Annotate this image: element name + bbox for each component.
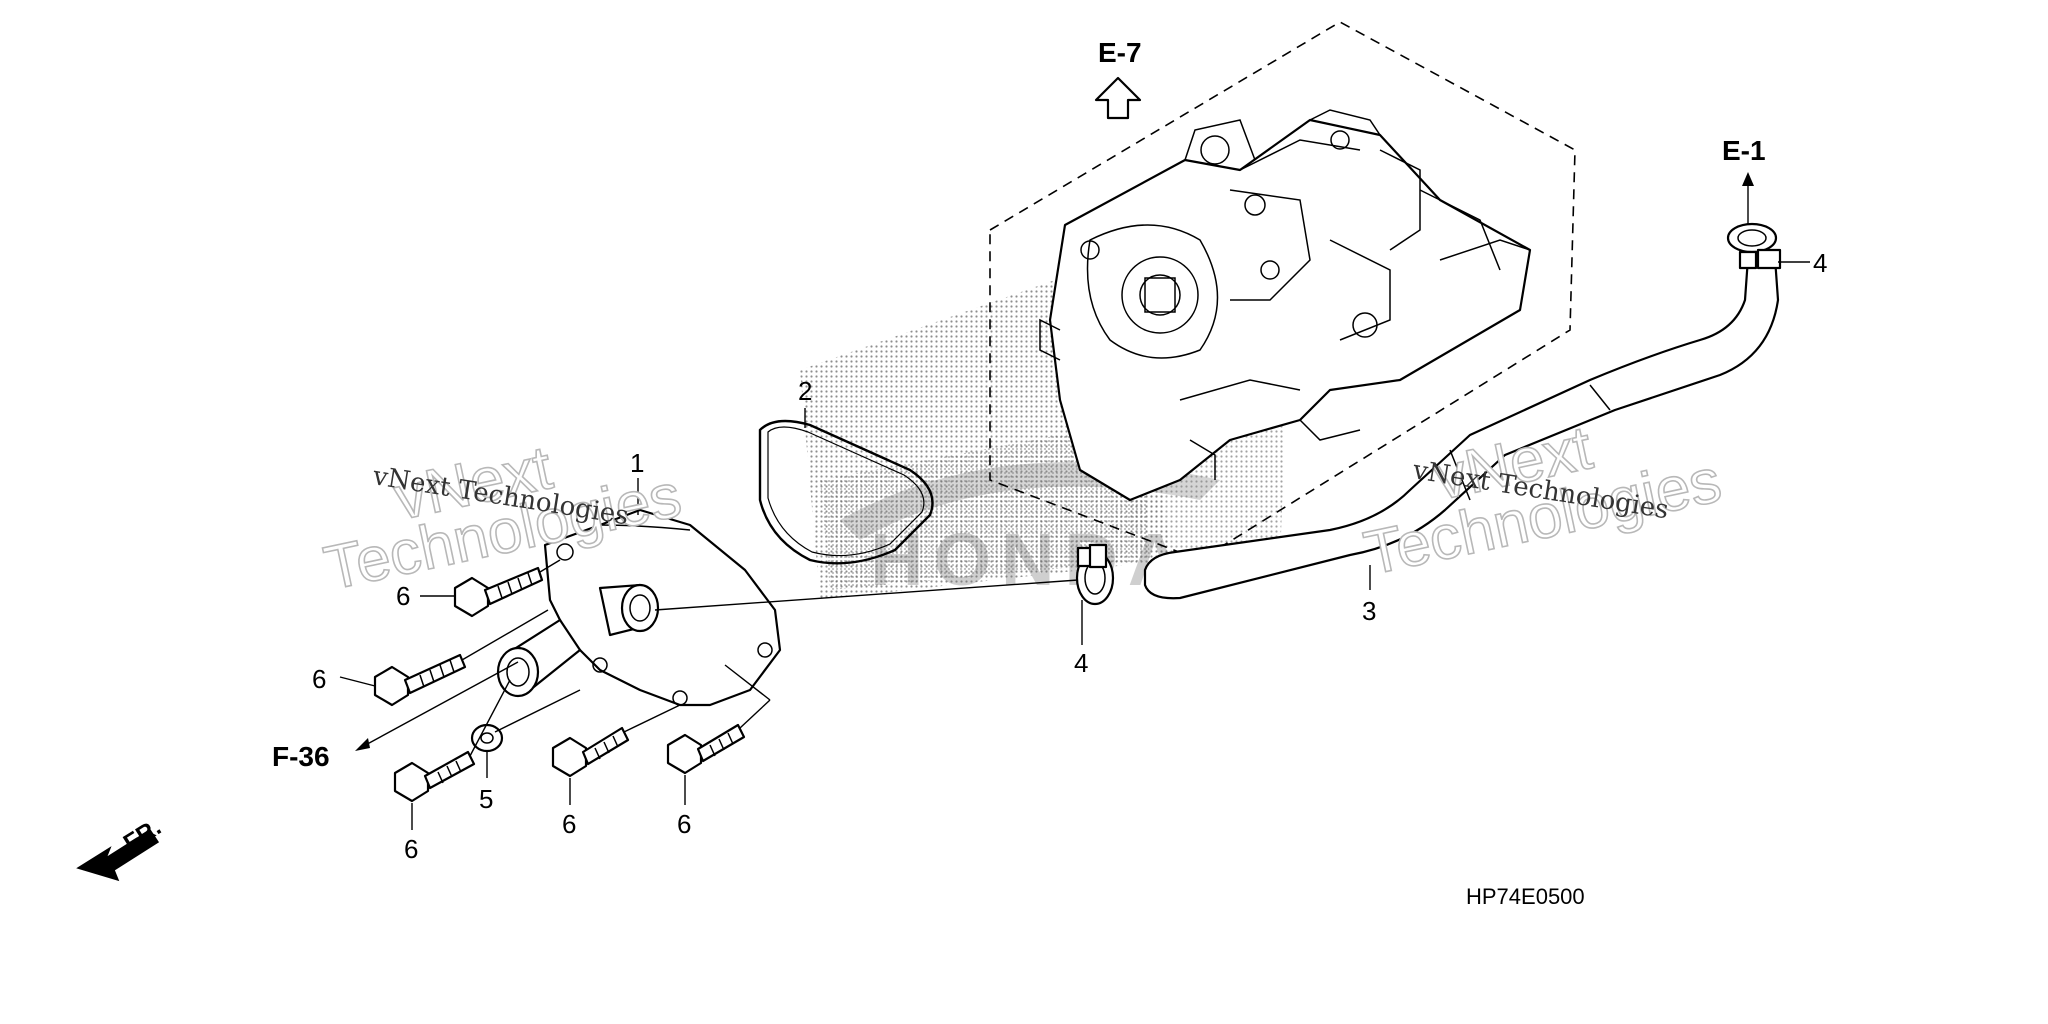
label-part-5: 5 bbox=[479, 784, 493, 814]
gasket-2 bbox=[758, 419, 934, 565]
label-part-4-lower: 4 bbox=[1074, 648, 1088, 678]
hose-clamp-4-lower bbox=[1075, 543, 1115, 606]
bolt-6-e bbox=[666, 723, 746, 775]
engine-case bbox=[1039, 109, 1532, 502]
label-part-6-c: 6 bbox=[404, 834, 418, 864]
bolt-6-d bbox=[551, 726, 630, 778]
label-part-2: 2 bbox=[798, 376, 812, 406]
ref-arrow-e7: E-7 bbox=[1094, 37, 1142, 120]
label-part-6-e: 6 bbox=[677, 809, 691, 839]
ref-f36-label: F-36 bbox=[272, 741, 330, 772]
water-pump-cover-1 bbox=[496, 508, 782, 707]
label-part-4-upper: 4 bbox=[1813, 248, 1827, 278]
label-part-6-a: 6 bbox=[396, 581, 410, 611]
bolt-6-c bbox=[393, 750, 476, 803]
diagram-code: HP74E0500 bbox=[1466, 884, 1585, 909]
label-part-6-d: 6 bbox=[562, 809, 576, 839]
hose-clamp-4-upper bbox=[1726, 222, 1782, 270]
watermark-left: vNext Technologies vNext Technologies bbox=[318, 432, 688, 604]
honda-brand-text: HONDA bbox=[870, 518, 1191, 601]
bolt-6-a bbox=[453, 566, 544, 618]
ref-e1-label: E-1 bbox=[1722, 135, 1766, 166]
leader-lines bbox=[339, 172, 1810, 830]
washer-5 bbox=[470, 723, 504, 753]
label-part-1: 1 bbox=[630, 448, 644, 478]
bolt-6-b bbox=[373, 653, 467, 707]
label-part-6-b: 6 bbox=[312, 664, 326, 694]
label-part-3: 3 bbox=[1362, 596, 1376, 626]
engine-case-outline bbox=[989, 21, 1576, 561]
ref-e7-label: E-7 bbox=[1098, 37, 1142, 68]
front-direction-arrow: FR. bbox=[76, 814, 166, 882]
